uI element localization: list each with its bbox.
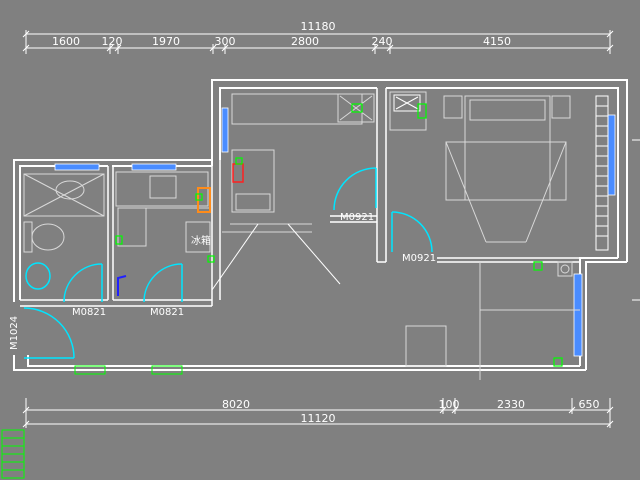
dim-bottom-seg-3: 2330 [497,398,525,411]
wardrobe-grille [337,93,375,123]
door-label-entry: M1024 [9,316,20,350]
fridge [185,221,211,253]
kitchen-fixtures [115,171,212,253]
shoe-cabinet [405,325,447,367]
window-bath [54,163,100,171]
electric-panel-icon [232,163,244,183]
dim-bottom-seg-4: 650 [579,398,600,411]
outlet-icon [557,261,573,277]
nightstand-left [443,95,463,119]
nightstand-right [551,95,571,119]
projection-line [211,223,259,291]
dim-top-seg-4: 300 [215,35,236,48]
shower-head-icon [55,180,85,200]
interior-walls [20,88,580,307]
washbasin-icon [25,262,51,290]
fridge-label: 冰箱 [191,234,211,247]
room-markers [115,103,563,367]
title-block [1,429,25,479]
bedroom-grille [393,94,421,112]
bed [464,95,551,201]
door-swings [23,167,433,359]
shower-area [23,173,105,217]
dim-top-seg-5: 2800 [291,35,319,48]
bed-rug [445,141,567,201]
dim-bottom-total: 11120 [301,412,336,425]
window-bedroom [607,114,616,196]
bedroom-furniture [389,91,571,243]
projection-line [287,223,341,285]
door-label-living: M0921 [340,212,374,223]
shelf-unit [231,149,275,213]
pillow [469,99,546,121]
toilet-icon [31,223,65,251]
dim-bottom-seg-2: 100 [439,398,460,411]
dim-top-seg-1: 1600 [52,35,80,48]
top-dimension-chain [22,30,614,54]
right-dimension-ticks [632,139,640,301]
window-living [221,107,229,153]
dim-top-seg-7: 4150 [483,35,511,48]
radiators [74,95,609,375]
cabinet-marker [117,275,127,296]
kitchen-counter [115,171,209,207]
windows [54,107,616,357]
door-label-bedroom: M0921 [402,253,436,264]
window-kitchen [131,163,177,171]
door-label-bath: M0821 [72,307,106,318]
dim-bottom-seg-1: 8020 [222,398,250,411]
bathroom-fixtures [23,173,105,253]
dim-top-seg-6: 240 [372,35,393,48]
dim-top-seg-2: 120 [102,35,123,48]
door-label-kitchen: M0821 [150,307,184,318]
sink-icon [149,175,177,199]
window-hall [573,273,583,357]
bottom-dimension-chain [22,398,614,428]
dim-top-total: 11180 [301,20,336,33]
sofa [231,93,363,125]
hall-furniture [405,261,580,380]
toilet-tank [23,221,33,253]
dim-top-seg-3: 1970 [152,35,180,48]
